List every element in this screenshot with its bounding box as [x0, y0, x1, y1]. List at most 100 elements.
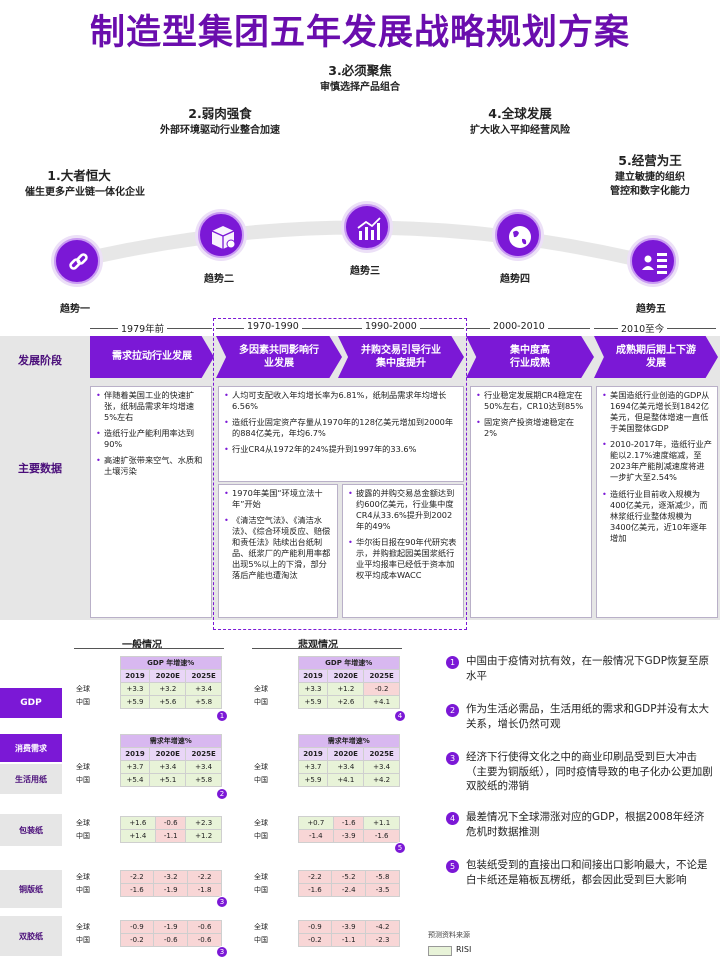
note-number-badge: 1 — [446, 656, 459, 669]
table-value: +1.2 — [327, 682, 365, 696]
trend-5-circle — [630, 238, 676, 284]
trend-1-subtitle: 催生更多产业链一体化企业 — [25, 187, 145, 198]
table-value: +5.1 — [149, 773, 187, 787]
table-value: -1.9 — [153, 920, 189, 934]
table-value: -5.8 — [365, 870, 400, 884]
data-item: 造纸行业固定资产存量从1970年的128亿美元增加到2000年的884亿美元，年… — [224, 417, 458, 439]
table-value: -1.6 — [119, 883, 155, 897]
table-row: 中国-1.6-1.9-1.8 — [74, 883, 222, 897]
stage-3-line-1: 并购交易引导行业 — [361, 344, 441, 356]
table-value: -1.6 — [333, 816, 365, 830]
table-year-header: 2019 — [119, 747, 151, 761]
table-row-label: 中国 — [254, 776, 268, 784]
table-row-label: 全球 — [76, 763, 90, 771]
table-corner — [74, 735, 120, 748]
table-year-header: 2025E — [363, 747, 400, 761]
table-note-badge: 3 — [216, 896, 228, 908]
table-value: -2.2 — [119, 870, 155, 884]
table-year-header: 2025E — [185, 747, 222, 761]
table-value: +2.3 — [185, 816, 222, 830]
trend-1-label: 趋势一 — [60, 304, 90, 315]
table-group-header: GDP 年增速% — [297, 656, 400, 670]
table-value: -1.1 — [331, 933, 367, 947]
table-value: -0.2 — [363, 682, 400, 696]
table-value: -1.6 — [363, 829, 400, 843]
data-item: 行业稳定发展期CR4稳定在50%左右，CR10达到85% — [476, 390, 586, 412]
table-corner — [74, 657, 120, 670]
stage-5-line-2: 发展 — [646, 358, 666, 369]
table-value: -3.9 — [331, 920, 367, 934]
stage-1: 需求拉动行业发展 — [90, 336, 214, 378]
data-item: 高速扩张带来空气、水质和土壤污染 — [96, 455, 206, 477]
table-year-header: 2019 — [297, 669, 329, 683]
highlight-frame — [213, 318, 467, 630]
table-value: +1.4 — [119, 829, 157, 843]
table-value: +3.7 — [297, 760, 329, 774]
table-row-label: 全球 — [254, 819, 268, 827]
trend-2-circle — [198, 212, 244, 258]
data-item: 人均可支配收入年均增长率为6.81%，纸制品需求年均增长6.56% — [224, 390, 458, 412]
box-icon — [211, 226, 236, 249]
table-corner — [252, 657, 298, 670]
table-header-row: GDP 年增速% — [74, 656, 222, 670]
table-row-label: 中国 — [76, 776, 90, 784]
table-note-badge: 1 — [216, 710, 228, 722]
table-corner — [74, 670, 120, 683]
data-box-2b: 1970年美国“环境立法十年”开始 《清洁空气法》、《清洁水法》、《综合环境反应… — [218, 484, 338, 618]
table-year-header: 2020E — [327, 747, 365, 761]
period-3: 1990-2000 — [362, 321, 420, 332]
data-item: 造纸行业产能利用率达到90% — [96, 428, 206, 450]
table-value: -2.4 — [331, 883, 367, 897]
table-value: +3.4 — [149, 760, 187, 774]
stage-2-line-2: 业发展 — [264, 358, 294, 369]
legend-swatch — [428, 946, 452, 956]
note-text: 包装纸受到的直接出口和间接出口影响最大，不论是白卡纸还是箱板瓦楞纸，都会因此受到… — [466, 859, 708, 886]
trend-3-subtitle: 审慎选择产品组合 — [320, 82, 400, 93]
stage-2-line-1: 多因素共同影响行 — [239, 344, 319, 356]
table-row: 全球-2.2-3.2-2.2 — [74, 870, 222, 884]
table-group-header: GDP 年增速% — [119, 656, 222, 670]
table-note-badge: 2 — [216, 788, 228, 800]
table-corner — [252, 735, 298, 748]
table-row-label: 中国 — [76, 698, 90, 706]
table-row: 中国-1.4-3.9-1.6 — [252, 829, 400, 843]
data-box-4: 行业稳定发展期CR4稳定在50%左右，CR10达到85% 固定资产投资增速稳定在… — [470, 386, 592, 618]
table-year-header: 2019 — [119, 669, 151, 683]
table-value: +1.1 — [363, 816, 400, 830]
table-row: 全球+3.3+3.2+3.4 — [74, 682, 222, 696]
table-value: +5.9 — [119, 695, 151, 709]
table-row-label: 全球 — [76, 923, 90, 931]
trend-2-subtitle: 外部环境驱动行业整合加速 — [160, 125, 280, 136]
table-year-header: 2020E — [149, 669, 187, 683]
table-value: -0.2 — [119, 933, 155, 947]
trend-5-subtitle-2: 管控和数字化能力 — [610, 186, 690, 197]
table-year-header: 2025E — [363, 669, 400, 683]
table-group-header: 需求年增速% — [297, 734, 400, 748]
table-row: 中国+5.9+5.6+5.8 — [74, 695, 222, 709]
table-row-label: 全球 — [254, 873, 268, 881]
table-value: +3.2 — [149, 682, 187, 696]
stage-3-line-2: 集中度提升 — [376, 358, 426, 369]
table-note-badge: 3 — [216, 946, 228, 958]
period-line-2 — [216, 328, 464, 329]
table-value: +1.6 — [119, 816, 157, 830]
table-value: -0.2 — [297, 933, 333, 947]
legend-label: RISI — [456, 945, 472, 954]
stage-3: 并购交易引导行业集中度提升 — [338, 336, 464, 378]
table-header-row: GDP 年增速% — [252, 656, 400, 670]
table-value: +0.7 — [297, 816, 335, 830]
table-value: +5.8 — [185, 695, 222, 709]
table-value: -1.9 — [153, 883, 189, 897]
stage-5: 成熟期后期上下游发展 — [594, 336, 718, 378]
table-value: +5.8 — [185, 773, 222, 787]
table-value: +4.2 — [363, 773, 400, 787]
stage-4-line-2: 行业成熟 — [510, 358, 550, 369]
table-row: 全球 +0.7-1.6+1.1 — [252, 816, 400, 830]
table-value: -2.3 — [365, 933, 400, 947]
